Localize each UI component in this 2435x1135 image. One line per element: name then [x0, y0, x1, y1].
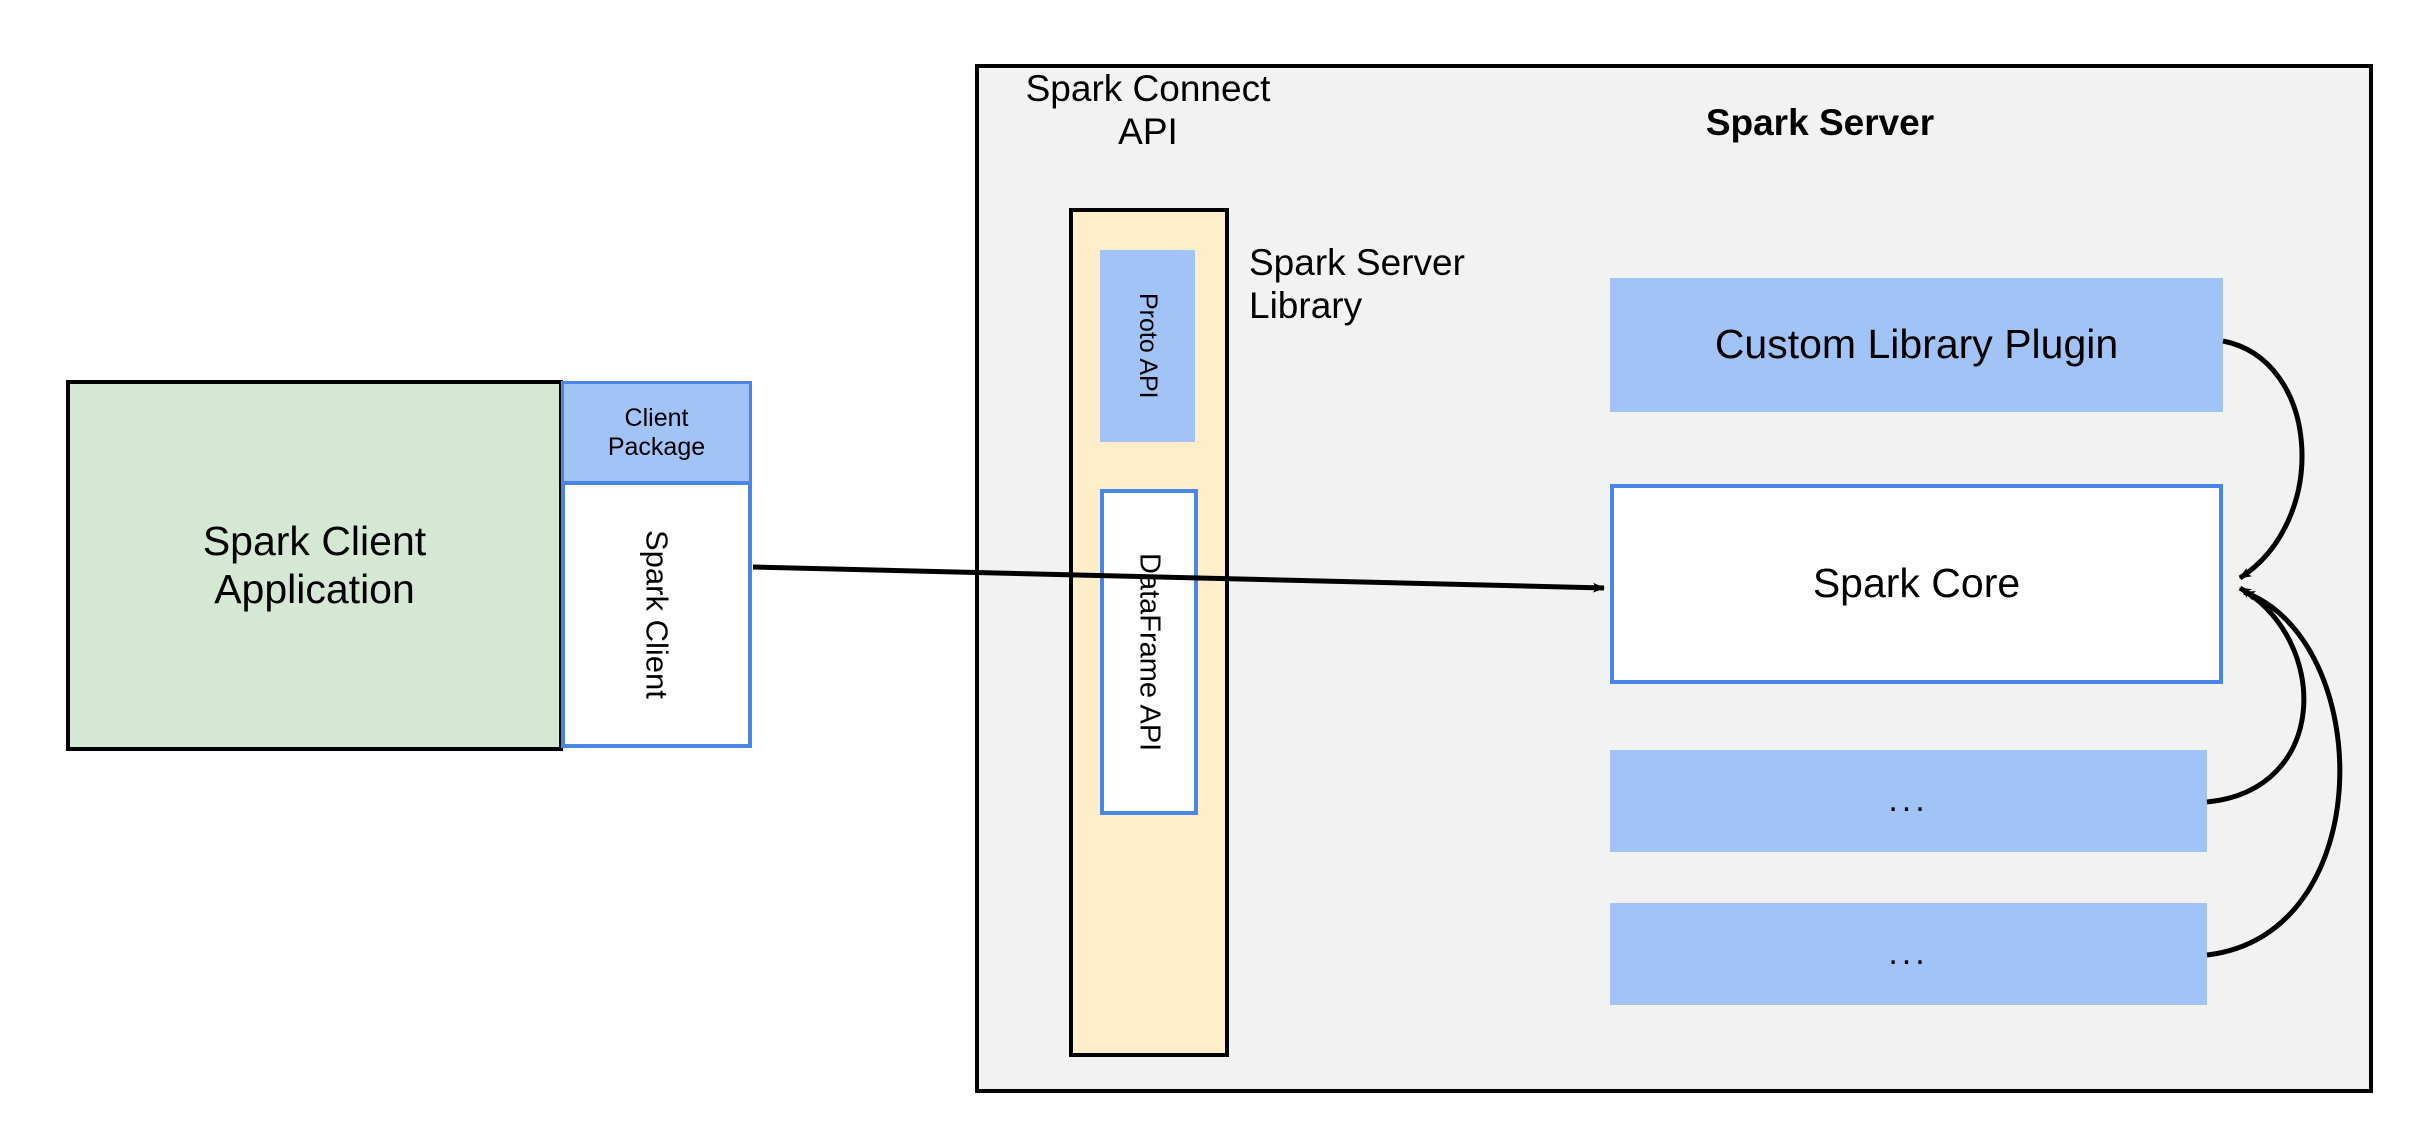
custom-library-plugin-box: Custom Library Plugin — [1610, 278, 2223, 412]
custom-library-plugin-label: Custom Library Plugin — [1714, 321, 2119, 368]
spark-connect-api-label: Spark Connect API — [1002, 68, 1294, 158]
connect-api-line-1: Spark Connect — [1025, 68, 1271, 109]
client-package-box: Client Package — [561, 381, 752, 481]
dataframe-api-box: DataFrame API — [1100, 489, 1198, 815]
spark-server-title: Spark Server — [1705, 101, 1935, 143]
client-app-line-2: Application — [214, 565, 415, 612]
client-package-label: Client Package — [608, 404, 705, 462]
proto-api-box: Proto API — [1100, 250, 1195, 442]
spark-client-box: Spark Client — [561, 481, 752, 748]
spark-client-application-box: Spark Client Application — [66, 380, 563, 751]
spark-server-library-label: Spark Server Library — [1249, 242, 1559, 352]
spark-client-label: Spark Client — [639, 530, 675, 699]
ellipsis-box-2: ... — [1610, 903, 2207, 1005]
ellipsis-label-2: ... — [1888, 934, 1929, 973]
client-package-line-2: Package — [607, 432, 706, 461]
server-library-line-1: Spark Server — [1249, 242, 1465, 283]
proto-api-label: Proto API — [1133, 293, 1162, 399]
connect-api-line-2: API — [1118, 110, 1178, 152]
ellipsis-label-1: ... — [1888, 781, 1929, 820]
server-library-line-2: Library — [1249, 284, 1363, 326]
client-package-line-1: Client — [624, 403, 689, 432]
client-app-line-1: Spark Client — [202, 518, 427, 565]
dataframe-api-label: DataFrame API — [1133, 552, 1166, 752]
spark-client-application-label: Spark Client Application — [203, 518, 426, 612]
spark-core-label: Spark Core — [1812, 560, 2021, 607]
spark-core-box: Spark Core — [1610, 484, 2223, 684]
ellipsis-box-1: ... — [1610, 750, 2207, 852]
